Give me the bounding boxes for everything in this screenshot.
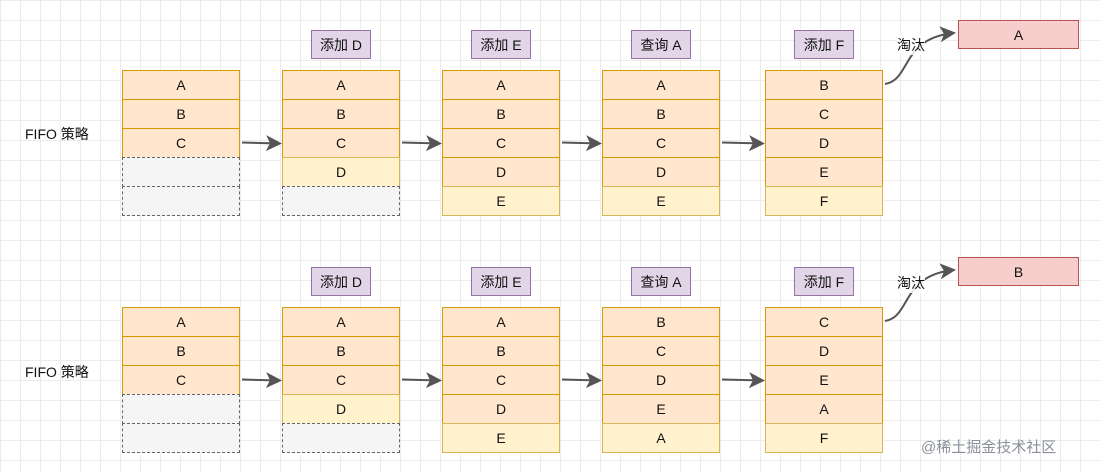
cache-slot: A xyxy=(282,70,400,100)
operation-label: 添加 F xyxy=(794,267,854,296)
cache-slot: C xyxy=(282,365,400,395)
cache-slot: B xyxy=(442,336,560,366)
transition-arrow xyxy=(721,372,765,389)
cache-slot: A xyxy=(602,70,720,100)
cache-slot: F xyxy=(765,186,883,216)
cache-slot: C xyxy=(602,336,720,366)
cache-slot: A xyxy=(122,70,240,100)
cache-slot: A xyxy=(122,307,240,337)
cache-slot: A xyxy=(442,70,560,100)
cache-slot: D xyxy=(282,157,400,187)
cache-slot: B xyxy=(765,70,883,100)
empty-cache-slot xyxy=(122,186,240,216)
transition-arrow xyxy=(241,372,282,389)
cache-slot: D xyxy=(442,394,560,424)
cache-slot: C xyxy=(765,307,883,337)
cache-slot: A xyxy=(282,307,400,337)
cache-slot: A xyxy=(765,394,883,424)
cache-slot: C xyxy=(122,128,240,158)
cache-slot: B xyxy=(442,99,560,129)
cache-slot: F xyxy=(765,423,883,453)
cache-slot: D xyxy=(282,394,400,424)
cache-slot: C xyxy=(765,99,883,129)
cache-slot: D xyxy=(442,157,560,187)
cache-slot: C xyxy=(122,365,240,395)
cache-slot: C xyxy=(602,128,720,158)
empty-cache-slot xyxy=(282,186,400,216)
cache-slot: D xyxy=(765,128,883,158)
transition-arrow xyxy=(401,135,442,152)
cache-slot: C xyxy=(282,128,400,158)
operation-label: 查询 A xyxy=(631,30,691,59)
empty-cache-slot xyxy=(122,394,240,424)
operation-label: 添加 E xyxy=(471,30,531,59)
cache-slot: B xyxy=(602,307,720,337)
operation-label: 添加 D xyxy=(311,267,371,296)
row-label: FIFO 策略 xyxy=(25,364,89,380)
cache-slot: E xyxy=(602,186,720,216)
transition-arrow xyxy=(721,135,765,152)
transition-arrow xyxy=(561,372,602,389)
row-label: FIFO 策略 xyxy=(25,126,89,142)
transition-arrow xyxy=(561,135,602,152)
transition-arrow xyxy=(401,372,442,389)
cache-slot: D xyxy=(602,157,720,187)
operation-label: 查询 A xyxy=(631,267,691,296)
cache-slot: C xyxy=(442,128,560,158)
cache-slot: B xyxy=(282,336,400,366)
cache-slot: C xyxy=(442,365,560,395)
evict-label: 淘汰 xyxy=(897,35,925,55)
evicted-item: B xyxy=(958,257,1079,286)
cache-slot: A xyxy=(602,423,720,453)
transition-arrow xyxy=(241,135,282,152)
operation-label: 添加 F xyxy=(794,30,854,59)
cache-slot: A xyxy=(442,307,560,337)
cache-slot: E xyxy=(765,365,883,395)
cache-slot: B xyxy=(602,99,720,129)
cache-slot: E xyxy=(442,423,560,453)
empty-cache-slot xyxy=(122,157,240,187)
cache-slot: D xyxy=(765,336,883,366)
cache-slot: E xyxy=(602,394,720,424)
empty-cache-slot xyxy=(282,423,400,453)
operation-label: 添加 D xyxy=(311,30,371,59)
cache-slot: E xyxy=(442,186,560,216)
cache-slot: B xyxy=(122,99,240,129)
evict-label: 淘汰 xyxy=(897,273,925,293)
watermark: @稀土掘金技术社区 xyxy=(921,439,1057,456)
empty-cache-slot xyxy=(122,423,240,453)
operation-label: 添加 E xyxy=(471,267,531,296)
cache-slot: B xyxy=(282,99,400,129)
cache-slot: D xyxy=(602,365,720,395)
cache-slot: B xyxy=(122,336,240,366)
cache-slot: E xyxy=(765,157,883,187)
evicted-item: A xyxy=(958,20,1079,49)
